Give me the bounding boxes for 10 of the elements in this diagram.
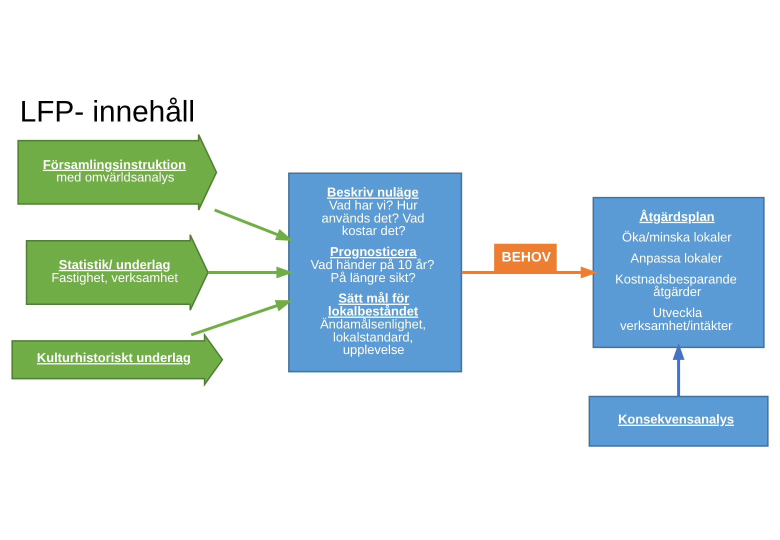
arrow bbox=[208, 266, 294, 278]
diagram-title: LFP- innehåll bbox=[20, 96, 196, 129]
node-box: Åtgärdsplan Öka/minska lokaler Anpassa lokaler Kostnadsbesparande åtgärder Utveckla verksamhet/intäkter bbox=[592, 196, 765, 348]
arrow bbox=[672, 342, 685, 396]
node-box: Beskriv nuläge Vad har vi? Hur används det? Vad kostar det? Prognosticera Vad händer på 10 år? På längre sikt? Sätt mål för lokalbeståndet Ändamålsenlighet, lokalstandard, upplevelse bbox=[288, 172, 462, 372]
edge-label: BEHOV bbox=[502, 248, 551, 264]
node-box: Konsekvensanalys bbox=[588, 396, 769, 447]
arrow bbox=[214, 208, 293, 241]
arrow bbox=[462, 266, 598, 278]
arrow bbox=[190, 300, 293, 336]
